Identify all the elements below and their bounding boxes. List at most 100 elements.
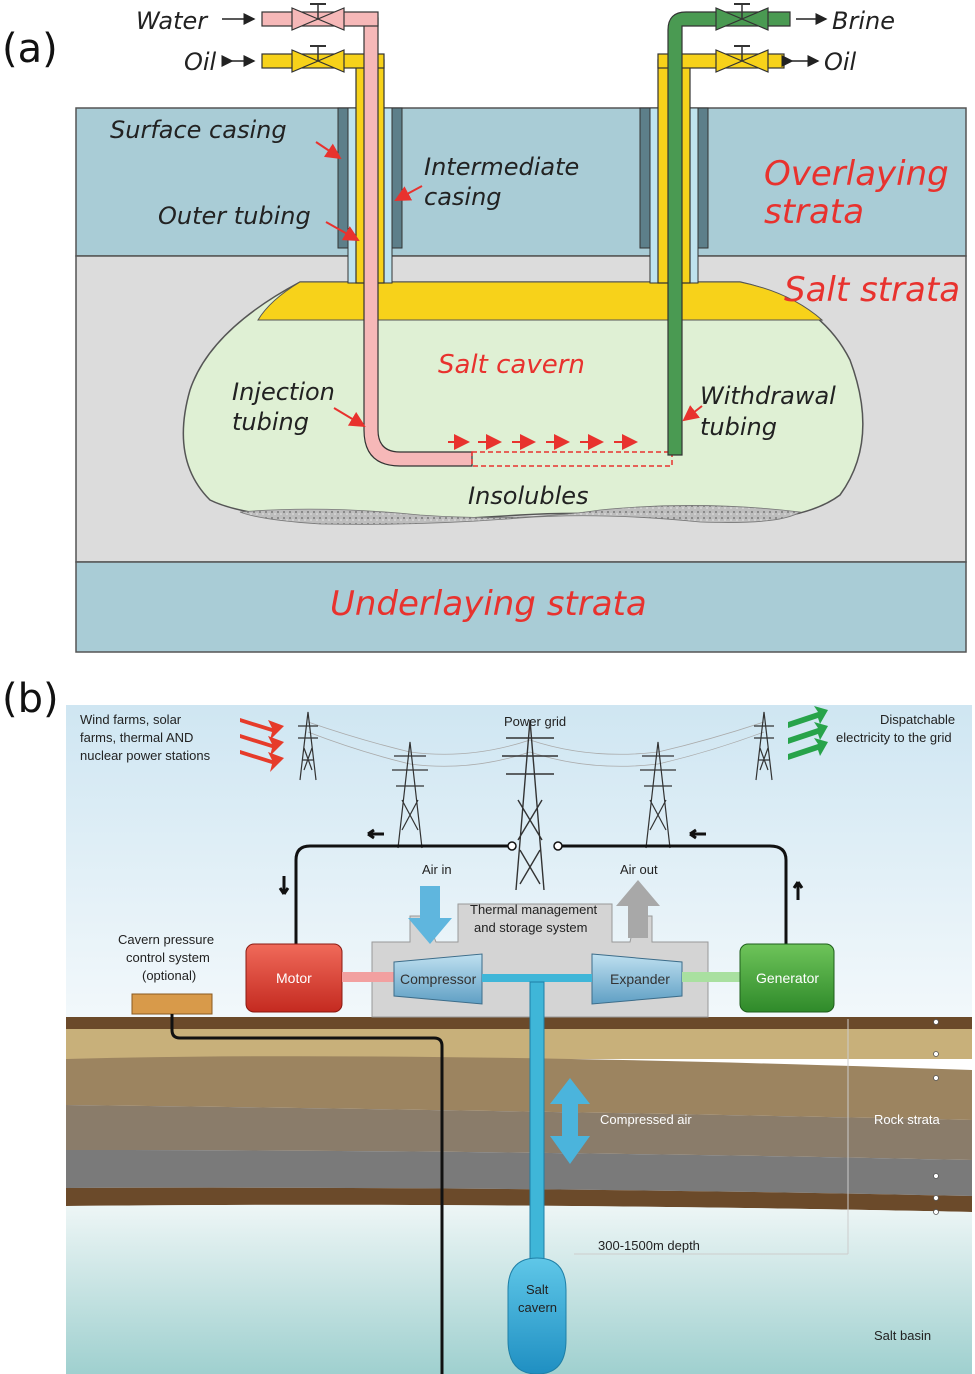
- label-cavern-ctrl-2: control system: [126, 950, 210, 965]
- surface-casing-right-well-r: [697, 107, 709, 249]
- intermediate-casing-rw-r: [689, 107, 699, 284]
- power-lines: [307, 721, 765, 767]
- stratum-1: [66, 1029, 972, 1059]
- label-overlaying-2: strata: [764, 192, 864, 232]
- pointer-withdrawal: [682, 405, 703, 422]
- label-cavern-ctrl-3: (optional): [142, 968, 196, 983]
- label-overlaying-1: Overlaying: [764, 154, 949, 194]
- label-compressor: Compressor: [400, 971, 477, 987]
- air-in-arrow: [408, 886, 452, 944]
- surface-casing-left: [337, 107, 349, 249]
- label-oil-left: Oil: [184, 48, 217, 76]
- output-power-arrows: [788, 706, 828, 760]
- pylon-4: [640, 741, 676, 849]
- wire-to-motor: [294, 844, 510, 944]
- pylon-2: [392, 741, 428, 849]
- pointer-intermediate: [394, 185, 423, 201]
- label-sources-1: Wind farms, solar: [80, 712, 182, 727]
- label-intermediate-1: Intermediate: [424, 153, 579, 181]
- insolubles-layer: [239, 505, 802, 525]
- compressed-air-arrow: [550, 1078, 590, 1164]
- air-manifold: [482, 974, 592, 982]
- salt-cavern-b: [507, 1257, 567, 1374]
- arrow-left-top: [367, 828, 384, 840]
- label-salt-cavern: Salt cavern: [438, 350, 585, 380]
- label-air-in: Air in: [422, 862, 452, 877]
- arrow-down-motor: [278, 876, 290, 895]
- label-salt-basin: Salt basin: [874, 1328, 931, 1343]
- label-sources-3: nuclear power stations: [80, 748, 211, 763]
- label-intermediate-2: casing: [424, 183, 502, 211]
- label-sources-2: farms, thermal AND: [80, 730, 193, 745]
- panel-b-letter: (b): [2, 676, 59, 722]
- intermediate-casing-rw-l: [649, 107, 659, 284]
- switch-right: [553, 841, 563, 851]
- withdrawal-tubing: [667, 11, 791, 456]
- expander: [591, 953, 683, 1005]
- pylon-1: [298, 711, 318, 781]
- panel-b: (b): [2, 676, 972, 1374]
- label-rock-strata: Rock strata: [874, 1112, 941, 1127]
- label-brine: Brine: [832, 7, 895, 35]
- pylon-3-central: [502, 719, 558, 891]
- pointer-injection: [333, 407, 366, 428]
- surface-casing-right-well-l: [639, 107, 651, 249]
- valve-water: [291, 3, 345, 31]
- label-outer-tubing: Outer tubing: [158, 202, 311, 230]
- valve-brine: [715, 3, 769, 31]
- panel-a: (a): [2, 3, 967, 653]
- intermediate-casing-right: [383, 107, 393, 284]
- generator: [739, 943, 835, 1013]
- valve-oil-left: [291, 45, 345, 73]
- label-thermal-2: and storage system: [474, 920, 587, 935]
- label-oil-right: Oil: [824, 48, 857, 76]
- stratum-2: [66, 1056, 972, 1120]
- generator-shaft: [682, 972, 740, 982]
- label-withdrawal-1: Withdrawal: [700, 382, 836, 410]
- motor-shaft: [342, 972, 394, 982]
- arrow-up-generator: [792, 881, 804, 900]
- label-motor: Motor: [276, 970, 312, 986]
- cavern-pressure-control: [131, 993, 213, 1015]
- label-insolubles: Insolubles: [468, 482, 589, 510]
- label-underlaying: Underlaying strata: [330, 584, 647, 624]
- surface-casing-right: [391, 107, 403, 249]
- panel-a-letter: (a): [2, 26, 58, 72]
- label-compressed-air: Compressed air: [600, 1112, 692, 1127]
- pylon-5: [754, 711, 774, 781]
- oil-blanket: [257, 281, 824, 321]
- air-shaft: [529, 981, 545, 1261]
- label-cavern-ctrl-1: Cavern pressure: [118, 932, 214, 947]
- label-salt-cavern-2: cavern: [518, 1300, 557, 1315]
- label-generator: Generator: [756, 970, 819, 986]
- air-out-arrow: [616, 880, 660, 938]
- label-expander: Expander: [610, 971, 670, 987]
- salt-cavern: [182, 281, 864, 522]
- compressor: [393, 953, 483, 1005]
- label-power-grid: Power grid: [504, 714, 566, 729]
- label-salt-strata: Salt strata: [784, 270, 960, 310]
- surface-soil: [66, 1017, 972, 1029]
- valve-oil-right: [715, 45, 769, 73]
- overlaying-strata: [75, 107, 967, 257]
- label-injection-1: Injection: [232, 378, 335, 406]
- label-injection-2: tubing: [232, 408, 309, 436]
- intermediate-casing-left: [347, 107, 357, 284]
- arrow-left-top-2: [689, 828, 706, 840]
- label-dispatch-2: electricity to the grid: [836, 730, 952, 745]
- pointer-outer-tubing: [325, 221, 360, 241]
- stratum-5: [66, 1187, 972, 1212]
- label-depth: 300-1500m depth: [598, 1238, 700, 1253]
- label-thermal-1: Thermal management: [470, 902, 598, 917]
- tubing-extension: [471, 451, 673, 467]
- underlaying-strata: [75, 561, 967, 653]
- pressure-control-line: [170, 1014, 444, 1374]
- label-air-out: Air out: [620, 862, 658, 877]
- label-dispatch-1: Dispatchable: [880, 712, 955, 727]
- label-surface-casing: Surface casing: [110, 116, 287, 144]
- label-salt-cavern-1: Salt: [526, 1282, 549, 1297]
- label-water: Water: [136, 7, 209, 35]
- stratum-4: [66, 1150, 972, 1196]
- rock-strata-markers: [933, 1019, 939, 1215]
